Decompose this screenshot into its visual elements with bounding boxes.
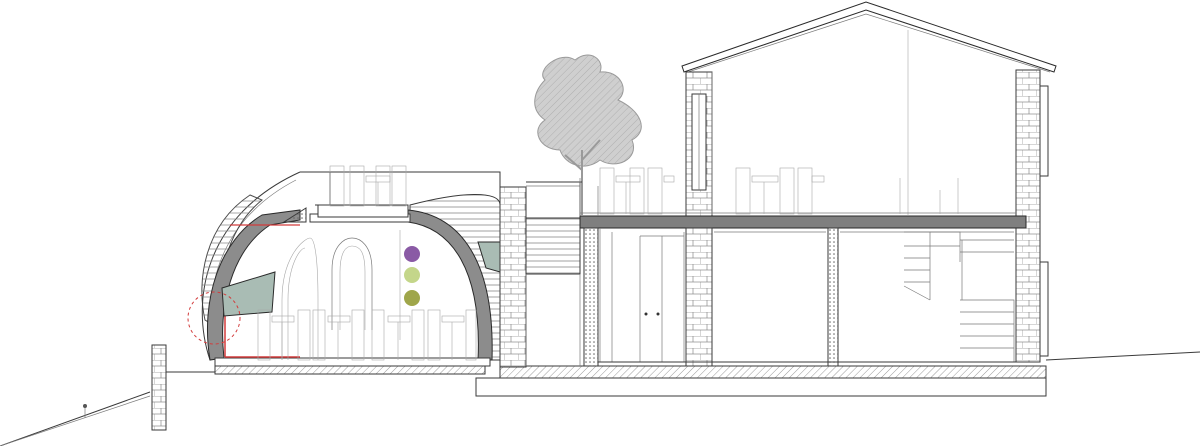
door-handle-icon [644,312,648,316]
olive-disc [404,290,420,306]
entrance-block [499,181,582,368]
foundation-slab [214,365,1047,397]
dome-furniture [257,309,477,361]
ground-line [0,351,1200,446]
dome-structure [187,171,501,367]
door-handle-icon [656,312,660,316]
first-floor-terrace-furniture [579,167,959,216]
light-green-disc [404,267,420,283]
gable-house [579,1,1057,367]
stair-treads [525,217,581,275]
survey-point-icon [83,404,87,408]
tree-icon [534,54,642,215]
upper-terrace-furniture [329,165,407,207]
first-floor-slab [579,215,1027,229]
internal-stair [903,231,1015,362]
retaining-wall-post [151,344,167,431]
gable-roof [681,1,1057,73]
purple-disc [404,246,420,262]
detail-callout-circle [187,291,241,345]
brick-pier [499,186,527,368]
dome-glazing [221,271,276,317]
